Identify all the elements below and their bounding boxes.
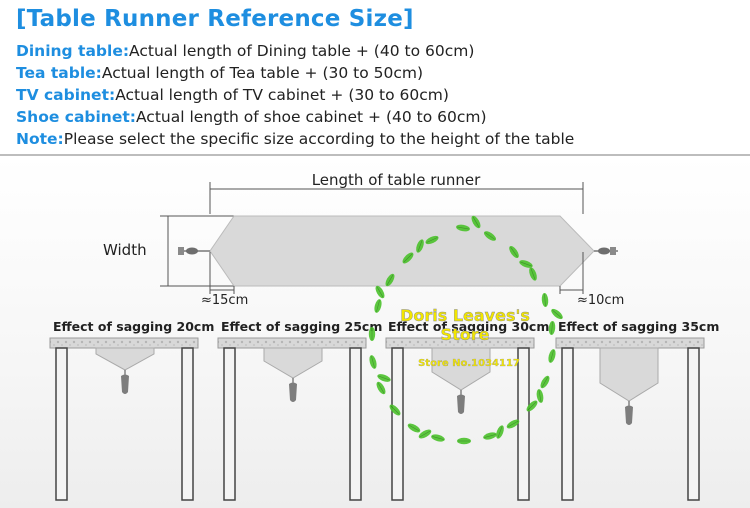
watermark-line2: Store: [441, 325, 490, 344]
tassel-icon: [289, 382, 297, 402]
length-label: Length of table runner: [312, 171, 481, 189]
runner-drop: [95, 347, 155, 371]
watermark-line1: Doris Leaves's: [400, 306, 530, 325]
left-tip-dimension: ≈15cm: [201, 252, 248, 308]
spec-tea-table: Tea table:Actual length of Tea table + (…: [16, 64, 423, 82]
spec-key: Dining table:: [16, 42, 130, 60]
length-dimension: Length of table runner: [209, 171, 584, 214]
tassel-icon: [457, 394, 465, 414]
left-tassel-icon: [178, 247, 210, 255]
divider: [0, 154, 750, 156]
tassel-icon: [625, 405, 633, 425]
sagging-label: Effect of sagging 25cm: [221, 319, 382, 334]
page-title: [Table Runner Reference Size]: [16, 6, 414, 32]
left-tip-label: ≈15cm: [201, 293, 248, 308]
runner-drop: [263, 347, 323, 379]
spec-value: Actual length of TV cabinet + (30 to 60c…: [115, 86, 449, 104]
right-tip-label: ≈10cm: [577, 293, 624, 308]
table-sagging-20: Effect of sagging 20cm: [49, 319, 214, 501]
spec-shoe-cabinet: Shoe cabinet:Actual length of shoe cabin…: [16, 108, 487, 126]
spec-value: Please select the specific size accordin…: [63, 130, 575, 148]
table-sagging-35: Effect of sagging 35cm: [555, 319, 719, 501]
spec-key: Shoe cabinet:: [16, 108, 136, 126]
spec-key: Tea table:: [16, 64, 102, 82]
sagging-label: Effect of sagging 35cm: [558, 319, 719, 334]
watermark-store-no: Store No.1034117: [418, 358, 520, 369]
spec-value: Actual length of Tea table + (30 to 50cm…: [101, 64, 424, 82]
spec-value: Actual length of shoe cabinet + (40 to 6…: [135, 108, 487, 126]
spec-tv-cabinet: TV cabinet:Actual length of TV cabinet +…: [16, 86, 449, 104]
sagging-label: Effect of sagging 30cm: [388, 319, 549, 334]
tassel-icon: [121, 374, 129, 394]
spec-value: Actual length of Dining table + (40 to 6…: [129, 42, 475, 60]
spec-note: Note:Please select the specific size acc…: [16, 130, 574, 148]
right-tassel-icon: [594, 247, 618, 255]
table-sagging-30: Effect of sagging 30cm: [385, 319, 549, 501]
width-dimension: Width: [103, 215, 234, 287]
runner-diagram: Length of table runner Width ≈15cm ≈10cm…: [0, 156, 750, 508]
spec-key: Note:: [16, 130, 64, 148]
spec-key: TV cabinet:: [16, 86, 116, 104]
sagging-label: Effect of sagging 20cm: [53, 319, 214, 334]
right-tip-dimension: ≈10cm: [559, 252, 624, 308]
runner-drop: [431, 347, 491, 391]
spec-dining-table: Dining table:Actual length of Dining tab…: [16, 42, 474, 60]
store-watermark: Doris Leaves's Store Store No.1034117: [400, 306, 530, 369]
width-label: Width: [103, 241, 147, 259]
runner-drop: [599, 347, 659, 402]
table-sagging-25: Effect of sagging 25cm: [217, 319, 382, 501]
